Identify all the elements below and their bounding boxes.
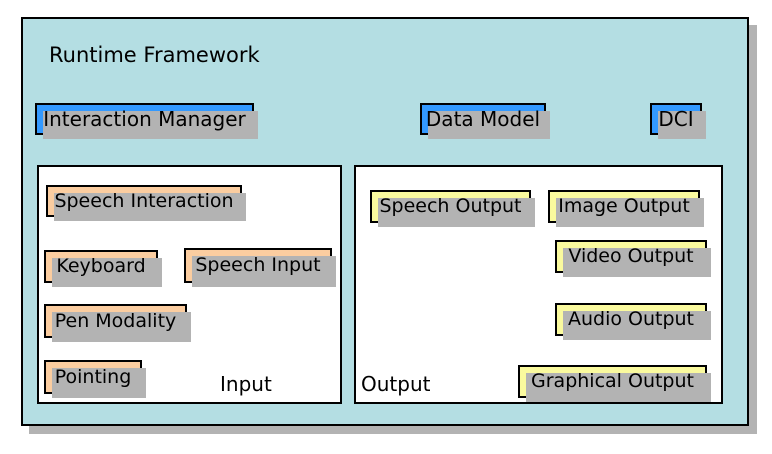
box-shadow: [556, 198, 704, 227]
input-item-speech-interaction[interactable]: Speech Interaction: [46, 185, 246, 221]
input-item-pointing[interactable]: Pointing: [44, 360, 146, 398]
input-item-label: Pen Modality: [54, 309, 177, 332]
input-item-label: Speech Interaction: [54, 189, 234, 212]
component-label: Interaction Manager: [43, 107, 246, 131]
input-item-keyboard[interactable]: Keyboard: [44, 250, 162, 287]
box-shadow: [563, 311, 711, 340]
output-item-label: Graphical Output: [531, 370, 694, 392]
output-item-audio-output[interactable]: Audio Output: [555, 303, 711, 340]
box-shadow: [378, 198, 535, 227]
output-item-label: Image Output: [558, 195, 690, 217]
box-shadow: [526, 373, 711, 402]
input-item-speech-input[interactable]: Speech Input: [184, 248, 336, 287]
input-item-label: Keyboard: [56, 255, 146, 277]
box-shadow: [52, 312, 191, 342]
input-item-pen-modality[interactable]: Pen Modality: [44, 304, 191, 342]
component-interaction-manager[interactable]: Interaction Manager: [35, 103, 258, 139]
box-shadow: [192, 256, 336, 287]
output-item-image-output[interactable]: Image Output: [548, 190, 704, 227]
input-panel-label: Input: [220, 372, 272, 396]
component-dci[interactable]: DCI: [650, 103, 706, 139]
output-item-label: Speech Output: [379, 195, 522, 217]
box-shadow: [658, 111, 706, 139]
box-shadow: [43, 111, 258, 139]
input-item-label: Speech Input: [195, 254, 321, 276]
input-item-label: Pointing: [54, 365, 132, 388]
output-item-label: Audio Output: [567, 308, 695, 330]
output-item-graphical-output[interactable]: Graphical Output: [518, 365, 711, 402]
component-label: Data Model: [425, 107, 541, 131]
output-panel-label: Output: [361, 372, 431, 396]
box-shadow: [52, 258, 162, 287]
output-item-label: Video Output: [568, 245, 694, 267]
framework-title: Runtime Framework: [49, 43, 260, 67]
component-label: DCI: [658, 107, 694, 131]
box-shadow: [52, 368, 146, 398]
output-item-speech-output[interactable]: Speech Output: [370, 190, 535, 227]
box-shadow: [54, 193, 246, 221]
box-shadow: [428, 111, 550, 139]
output-item-video-output[interactable]: Video Output: [555, 240, 711, 277]
box-shadow: [563, 248, 711, 277]
component-data-model[interactable]: Data Model: [420, 103, 550, 139]
